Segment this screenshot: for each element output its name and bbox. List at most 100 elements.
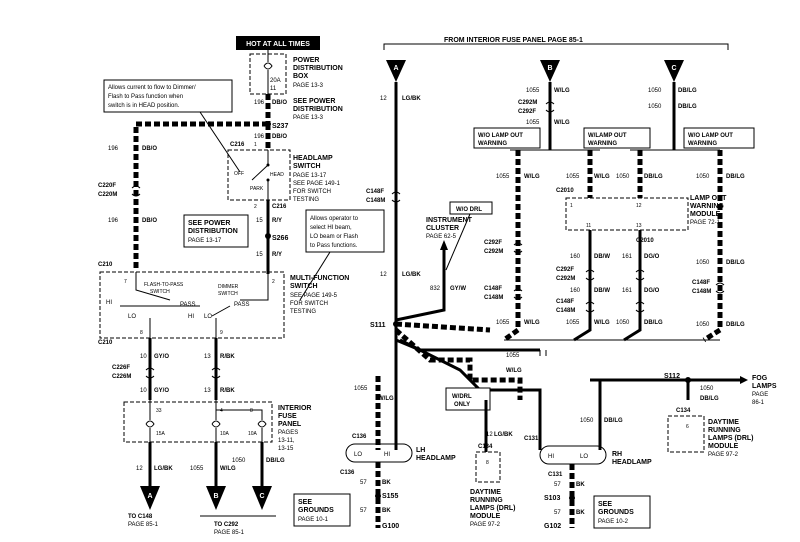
wire-color: GY/W: [450, 286, 466, 292]
w-drl-label: ONLY: [454, 402, 470, 408]
warning-label: W/LAMP OUT: [588, 133, 627, 139]
see-power-1-l1: SEE POWER: [293, 98, 335, 105]
wire-color: DB/LG: [678, 88, 697, 94]
pdb-label-2: DISTRIBUTION: [293, 65, 343, 72]
headlamp-switch-label: SEE PAGE 149-1: [293, 181, 341, 187]
connector-label: C148M: [692, 289, 711, 295]
lamp-out-module-label: LAMP OUT: [690, 195, 727, 202]
note-text: to Pass functions.: [310, 243, 358, 249]
from-interior-bracket: [383, 43, 729, 50]
wo-drl-box: [449, 201, 493, 215]
wire-label: 57: [554, 482, 561, 488]
wire-label: 12: [486, 432, 493, 438]
connector-label: S112: [664, 373, 680, 380]
pin-number: 13: [636, 223, 642, 229]
mfs-hi-label: HI: [188, 314, 194, 320]
wire-label: 196: [254, 134, 265, 140]
wire-color: W/LG: [554, 88, 570, 94]
mfs-label: SWITCH: [218, 291, 238, 297]
wire-label: 1050: [232, 458, 246, 464]
wire-color: DB/LG: [266, 458, 285, 464]
wire-label: 161: [622, 254, 633, 260]
wire-1055-left-branch: [502, 150, 521, 343]
wire-1050-right-branch: [702, 150, 723, 343]
wire-label: 1050: [648, 88, 662, 94]
wire-color: BK: [576, 510, 585, 516]
note-text: SEE: [598, 501, 612, 508]
lamp-out-module-label: PAGE 72-1: [690, 220, 721, 226]
pin-number: 8: [486, 460, 489, 466]
mfs-pass-label: PASS: [234, 302, 250, 308]
wire-label: 196: [254, 100, 265, 106]
to-c292-page: PAGE 85-1: [214, 530, 245, 536]
connector-label: S155: [382, 493, 398, 500]
warning-label: WARNING: [688, 141, 717, 147]
note-text: PAGE 10-2: [598, 519, 629, 525]
note-text: SEE: [298, 499, 312, 506]
wire-label: 10: [140, 388, 147, 394]
see-power-1-l2: DISTRIBUTION: [293, 106, 343, 113]
wire-color: W/LG: [524, 174, 540, 180]
fuse-number: 4: [220, 408, 223, 414]
wire-label: 196: [108, 146, 119, 152]
mfs-title: MULTI-FUNCTION: [290, 275, 349, 282]
wire-label: 1050: [700, 386, 714, 392]
wire-color: DB/LG: [644, 174, 663, 180]
connector-label: C2010: [556, 188, 574, 194]
connector-label: C220M: [98, 192, 117, 198]
headlamp-switch-label: SWITCH: [293, 163, 321, 170]
wire-color: LG/BK: [154, 466, 173, 472]
ifp-label: 13-15: [278, 446, 294, 452]
connector-pin: 2: [254, 204, 257, 210]
mfs-title: TESTING: [290, 309, 316, 315]
connector-label: C292M: [518, 100, 537, 106]
wire-label: 1050: [580, 418, 594, 424]
fog-lamp-label: LAMPS: [752, 383, 777, 390]
wire-color: DB/O: [142, 218, 157, 224]
connector-label: C226M: [112, 374, 131, 380]
connector-label: C131: [524, 436, 539, 442]
connector-label: C148F: [692, 280, 710, 286]
splice-s155: [375, 493, 381, 499]
interior-fuse-panel-box: [123, 401, 273, 443]
wire-color: LG/BK: [402, 96, 421, 102]
note-text: select HI beam,: [310, 225, 352, 231]
lh-lo-label: LO: [354, 452, 362, 458]
arrow-c-bottom: [252, 486, 272, 510]
instrument-cluster-label: INSTRUMENT: [426, 217, 473, 224]
note-head-position: [103, 79, 233, 113]
connector-label: C136: [340, 470, 355, 476]
wire-color: DB/O: [272, 100, 287, 106]
wire-label: 1055: [506, 353, 520, 359]
wire-label: 57: [360, 508, 367, 514]
pin-number: 8: [140, 330, 143, 336]
wire-label: 13: [204, 354, 211, 360]
note-text: SEE POWER: [188, 220, 230, 227]
pin-number: 2: [272, 279, 275, 285]
connector-label: C216: [272, 204, 287, 210]
fuse-rating: 15A: [156, 431, 166, 437]
connector-label: S111: [370, 322, 386, 329]
wire-label: 12: [380, 96, 387, 102]
headlamp-switch-box: [227, 149, 291, 201]
wire-color: DB/W: [594, 254, 610, 260]
fog-lamp-label: 86-1: [752, 400, 765, 406]
note-text: Allows current to flow to Dimmer/: [108, 85, 196, 91]
wire-label: 1050: [696, 322, 710, 328]
to-c292-label: TO C292: [214, 522, 239, 528]
arrow-label: B: [547, 65, 552, 72]
wo-drl-label: W/O DRL: [456, 207, 482, 213]
connector-label: C136: [352, 434, 367, 440]
drl-module-label: DAYTIME: [708, 419, 739, 426]
drl-module-label: LAMPS (DRL): [708, 435, 754, 442]
instrument-cluster-label: CLUSTER: [426, 225, 459, 232]
w-drl-label: W/DRL: [452, 394, 472, 400]
arrow-label: A: [147, 493, 152, 500]
connector-label: S266: [272, 235, 288, 242]
note-text: switch is in HEAD position.: [108, 103, 180, 109]
wire-color: W/LG: [554, 120, 570, 126]
see-power-1-l3: PAGE 13-3: [293, 115, 324, 121]
connector-label: C210: [98, 262, 113, 268]
connector-label: C220F: [98, 183, 116, 189]
lh-hi-label: HI: [384, 452, 390, 458]
